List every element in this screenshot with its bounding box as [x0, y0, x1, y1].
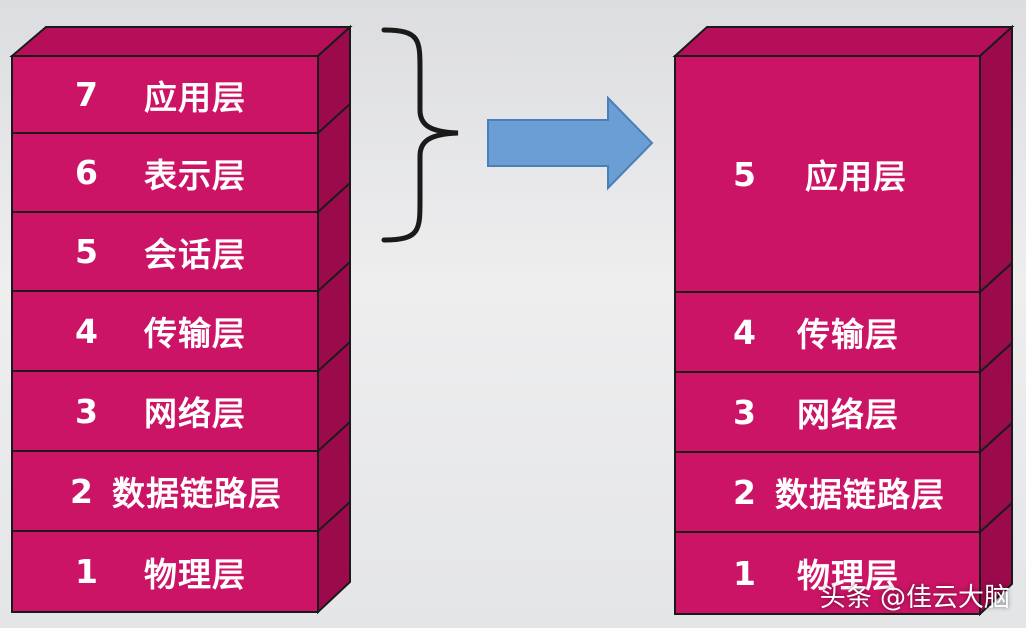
layer-number: 4	[733, 312, 757, 352]
layer-name: 数据链路层	[775, 475, 945, 514]
layer-name: 应用层	[144, 77, 246, 117]
layer-number: 7	[75, 75, 99, 114]
left-layer-6: 6 表示层	[12, 133, 318, 212]
left-layer-1: 1 物理层	[12, 531, 318, 612]
layer-number: 1	[733, 553, 757, 593]
layer-name: 表示层	[144, 155, 246, 195]
right-stack-front	[674, 55, 981, 615]
right-stack-top	[672, 26, 1015, 57]
right-layer-1: 1 物理层	[675, 532, 980, 614]
left-stack-top	[9, 26, 353, 57]
right-layer-3: 3 网络层	[675, 372, 980, 452]
left-stack-side	[317, 24, 351, 615]
left-layer-2: 2 数据链路层	[12, 451, 318, 531]
right-layer-4: 4 传输层	[675, 292, 980, 372]
layer-name: 数据链路层	[112, 474, 282, 513]
layer-number: 3	[733, 392, 757, 432]
right-stack-side	[979, 24, 1013, 617]
left-stack-front	[11, 55, 319, 613]
layer-number: 2	[733, 472, 757, 512]
layer-name: 传输层	[797, 315, 899, 354]
layer-name: 应用层	[805, 157, 907, 196]
layer-number: 5	[75, 232, 99, 271]
layer-number: 5	[733, 154, 757, 194]
right-layer-2: 2 数据链路层	[675, 452, 980, 532]
left-layer-7: 7 应用层	[12, 56, 318, 133]
layer-name: 会话层	[144, 234, 246, 274]
left-stack-3d	[9, 24, 353, 615]
curly-brace	[381, 27, 459, 243]
right-arrow	[487, 95, 654, 191]
right-layer-5: 5 应用层	[675, 56, 980, 292]
layer-name: 网络层	[797, 395, 899, 434]
watermark-text: 头条 @佳云大脑	[819, 583, 1010, 613]
left-layer-3: 3 网络层	[12, 371, 318, 451]
layer-number: 2	[70, 471, 94, 511]
layer-name: 物理层	[797, 556, 899, 595]
left-layer-5: 5 会话层	[12, 212, 318, 291]
layer-name: 网络层	[144, 394, 246, 433]
layer-name: 传输层	[144, 314, 246, 353]
layer-name: 物理层	[144, 554, 246, 594]
left-layer-4: 4 传输层	[12, 291, 318, 371]
layer-number: 1	[75, 552, 99, 591]
layer-number: 6	[75, 153, 99, 192]
layer-number: 4	[75, 311, 99, 351]
right-stack-3d	[672, 24, 1015, 617]
layer-number: 3	[75, 391, 99, 431]
